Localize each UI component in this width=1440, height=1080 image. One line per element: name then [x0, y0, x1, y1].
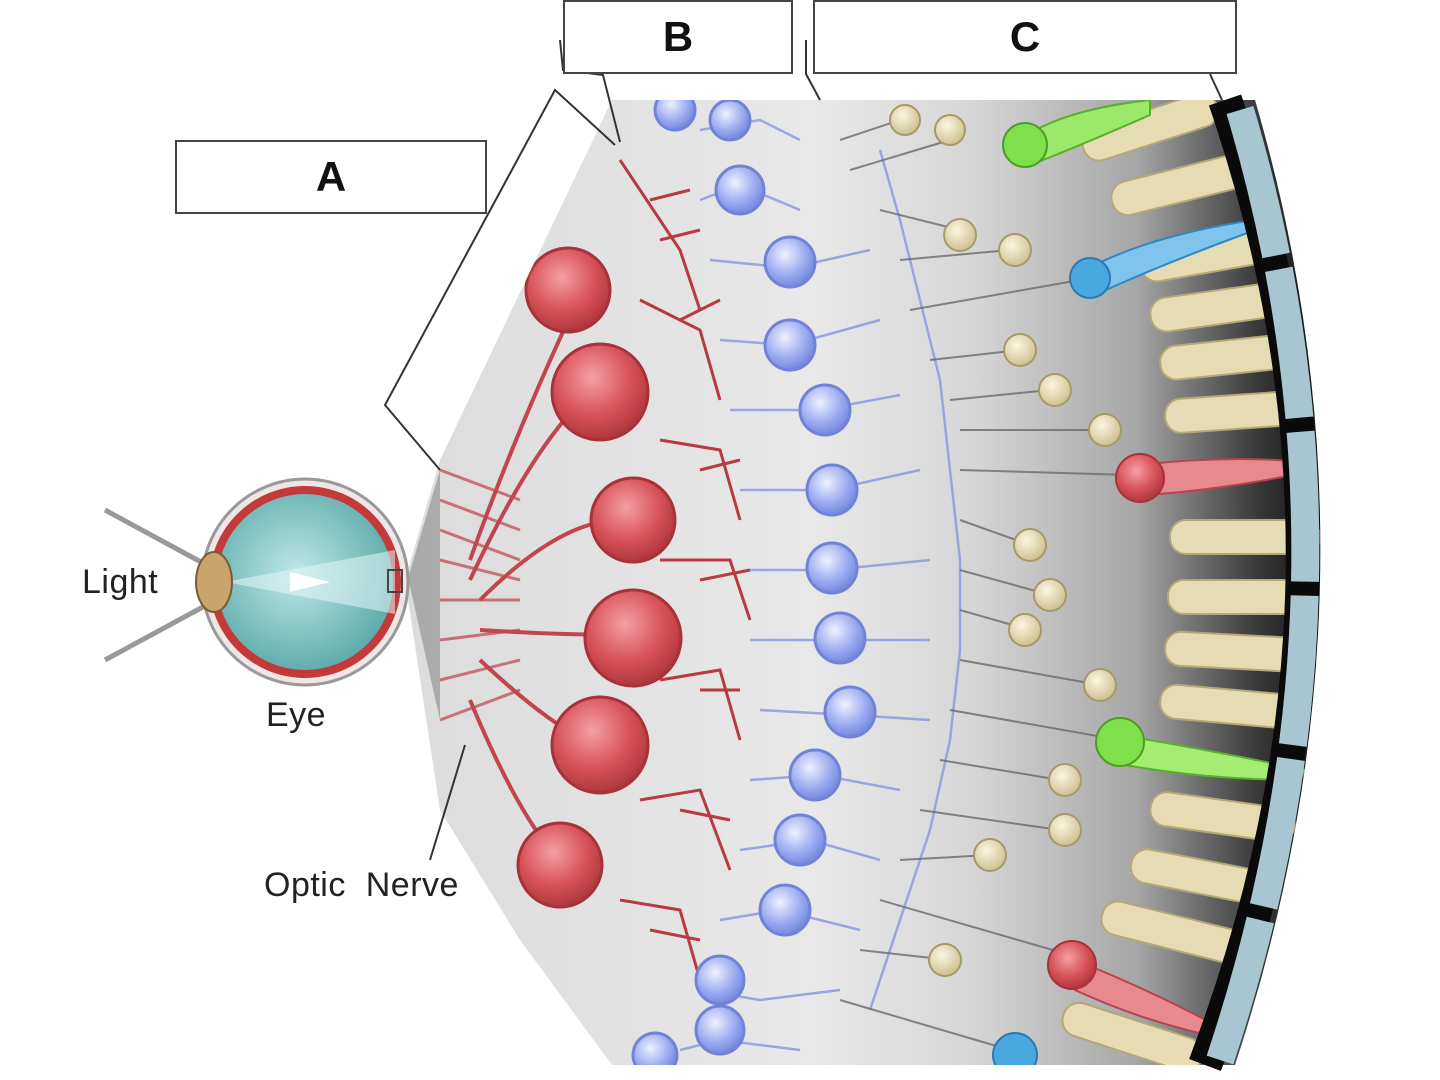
projection-cone: [408, 470, 440, 720]
ganglion-dendrites: [618, 159, 752, 981]
pigment-epithelium: [1189, 94, 1320, 1072]
retina-panel: [405, 100, 1321, 1065]
eyeball: [103, 477, 410, 687]
bipolar-cells: [631, 100, 877, 1065]
cone-cells: [992, 100, 1312, 1065]
ganglion-cells: [516, 246, 683, 909]
rod-outer-segments: [1061, 100, 1321, 1065]
label-box-b: B: [563, 0, 793, 74]
light-caption: Light: [82, 563, 159, 601]
rod-cell-bodies: [889, 104, 1122, 977]
optic-nerve-caption: Optic Nerve: [264, 866, 459, 904]
photoreceptor-axons: [839, 119, 1131, 1051]
eye-caption: Eye: [266, 696, 327, 734]
label-box-c: C: [813, 0, 1237, 74]
label-box-a: A: [175, 140, 487, 214]
pointer-lines: [383, 39, 1223, 861]
